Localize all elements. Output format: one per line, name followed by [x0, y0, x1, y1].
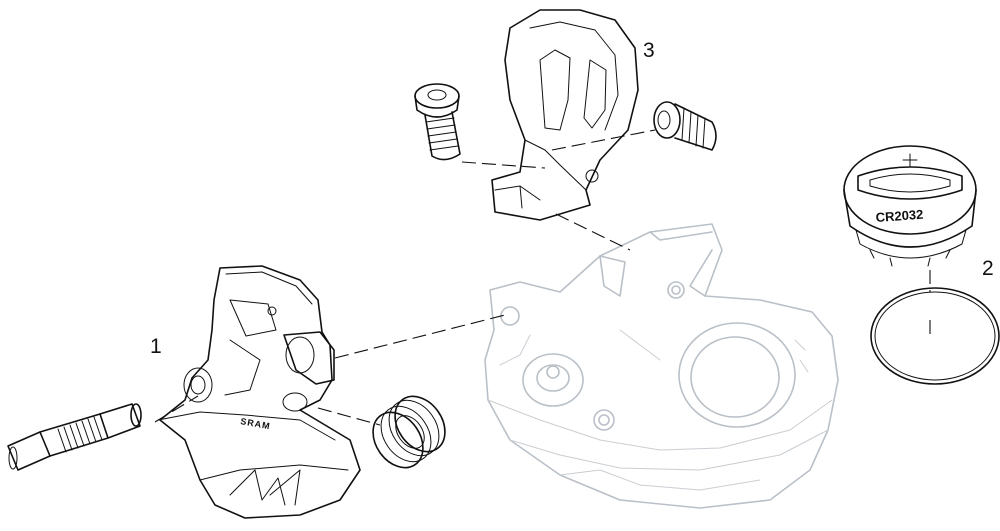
- main-housing-ghost: [484, 223, 839, 509]
- callout-3: 3: [643, 39, 655, 62]
- clamp-bolt-right: [653, 101, 717, 151]
- spring: [372, 395, 446, 469]
- clamp-bolt-left: [414, 83, 461, 161]
- barrel-adjuster: [7, 403, 142, 471]
- battery-cap-stamp: CR2032: [875, 207, 924, 225]
- shifter-pod: SRAM: [157, 265, 361, 519]
- battery-cap: CR2032: [843, 145, 977, 267]
- handlebar-clamp: [491, 9, 639, 221]
- o-ring: [870, 287, 1000, 385]
- callout-1: 1: [150, 335, 162, 358]
- callout-2: 2: [982, 257, 994, 280]
- assembly-lines: [154, 129, 931, 426]
- shifter-brand-logo: SRAM: [240, 416, 272, 431]
